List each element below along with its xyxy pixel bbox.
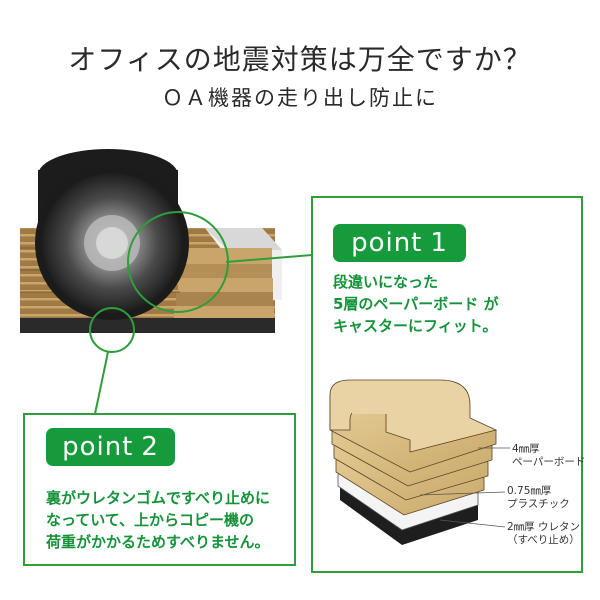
paperboard-label: 4㎜厚 ペーパーボード (512, 443, 586, 468)
point1-line: キャスターにフィット。 (333, 317, 498, 335)
point1-line: 段違いになった (333, 273, 439, 291)
point2-connector (94, 351, 109, 415)
plastic-label: 0.75㎜厚 プラスチック (507, 485, 570, 510)
page-title: オフィスの地震対策は万全ですか？ (68, 43, 532, 76)
point1-description: 段違いになった 5層のペーパーボード が キャスターにフィット。 (333, 271, 573, 337)
point2-line: なっていて、上からコピー機の (46, 511, 255, 529)
paperboard-layers (329, 379, 498, 516)
point1-connector (225, 254, 313, 263)
point2-badge-number: 2 (141, 432, 159, 462)
point2-badge-word: point (62, 432, 134, 462)
point2-highlight-circle (89, 307, 135, 353)
point2-line: 裏がウレタンゴムですべり止めに (46, 489, 270, 507)
point2-description: 裏がウレタンゴムですべり止めに なっていて、上からコピー機の 荷重がかかるためす… (46, 487, 286, 553)
point1-line: 5層のペーパーボード が (333, 295, 499, 313)
urethane-label-pointer (439, 519, 506, 528)
point2-line: 荷重がかかるためすべりません。 (46, 533, 270, 551)
point1-badge-word: point (351, 228, 423, 258)
point1-badge-number: 1 (430, 228, 448, 258)
page-subtitle: ＯＡ機器の走り出し防止に (162, 86, 438, 110)
urethane-label: 2㎜厚 ウレタン （すべり止め） (507, 521, 581, 546)
caster-wheel (35, 149, 189, 320)
plastic-label-pointer (419, 491, 506, 496)
